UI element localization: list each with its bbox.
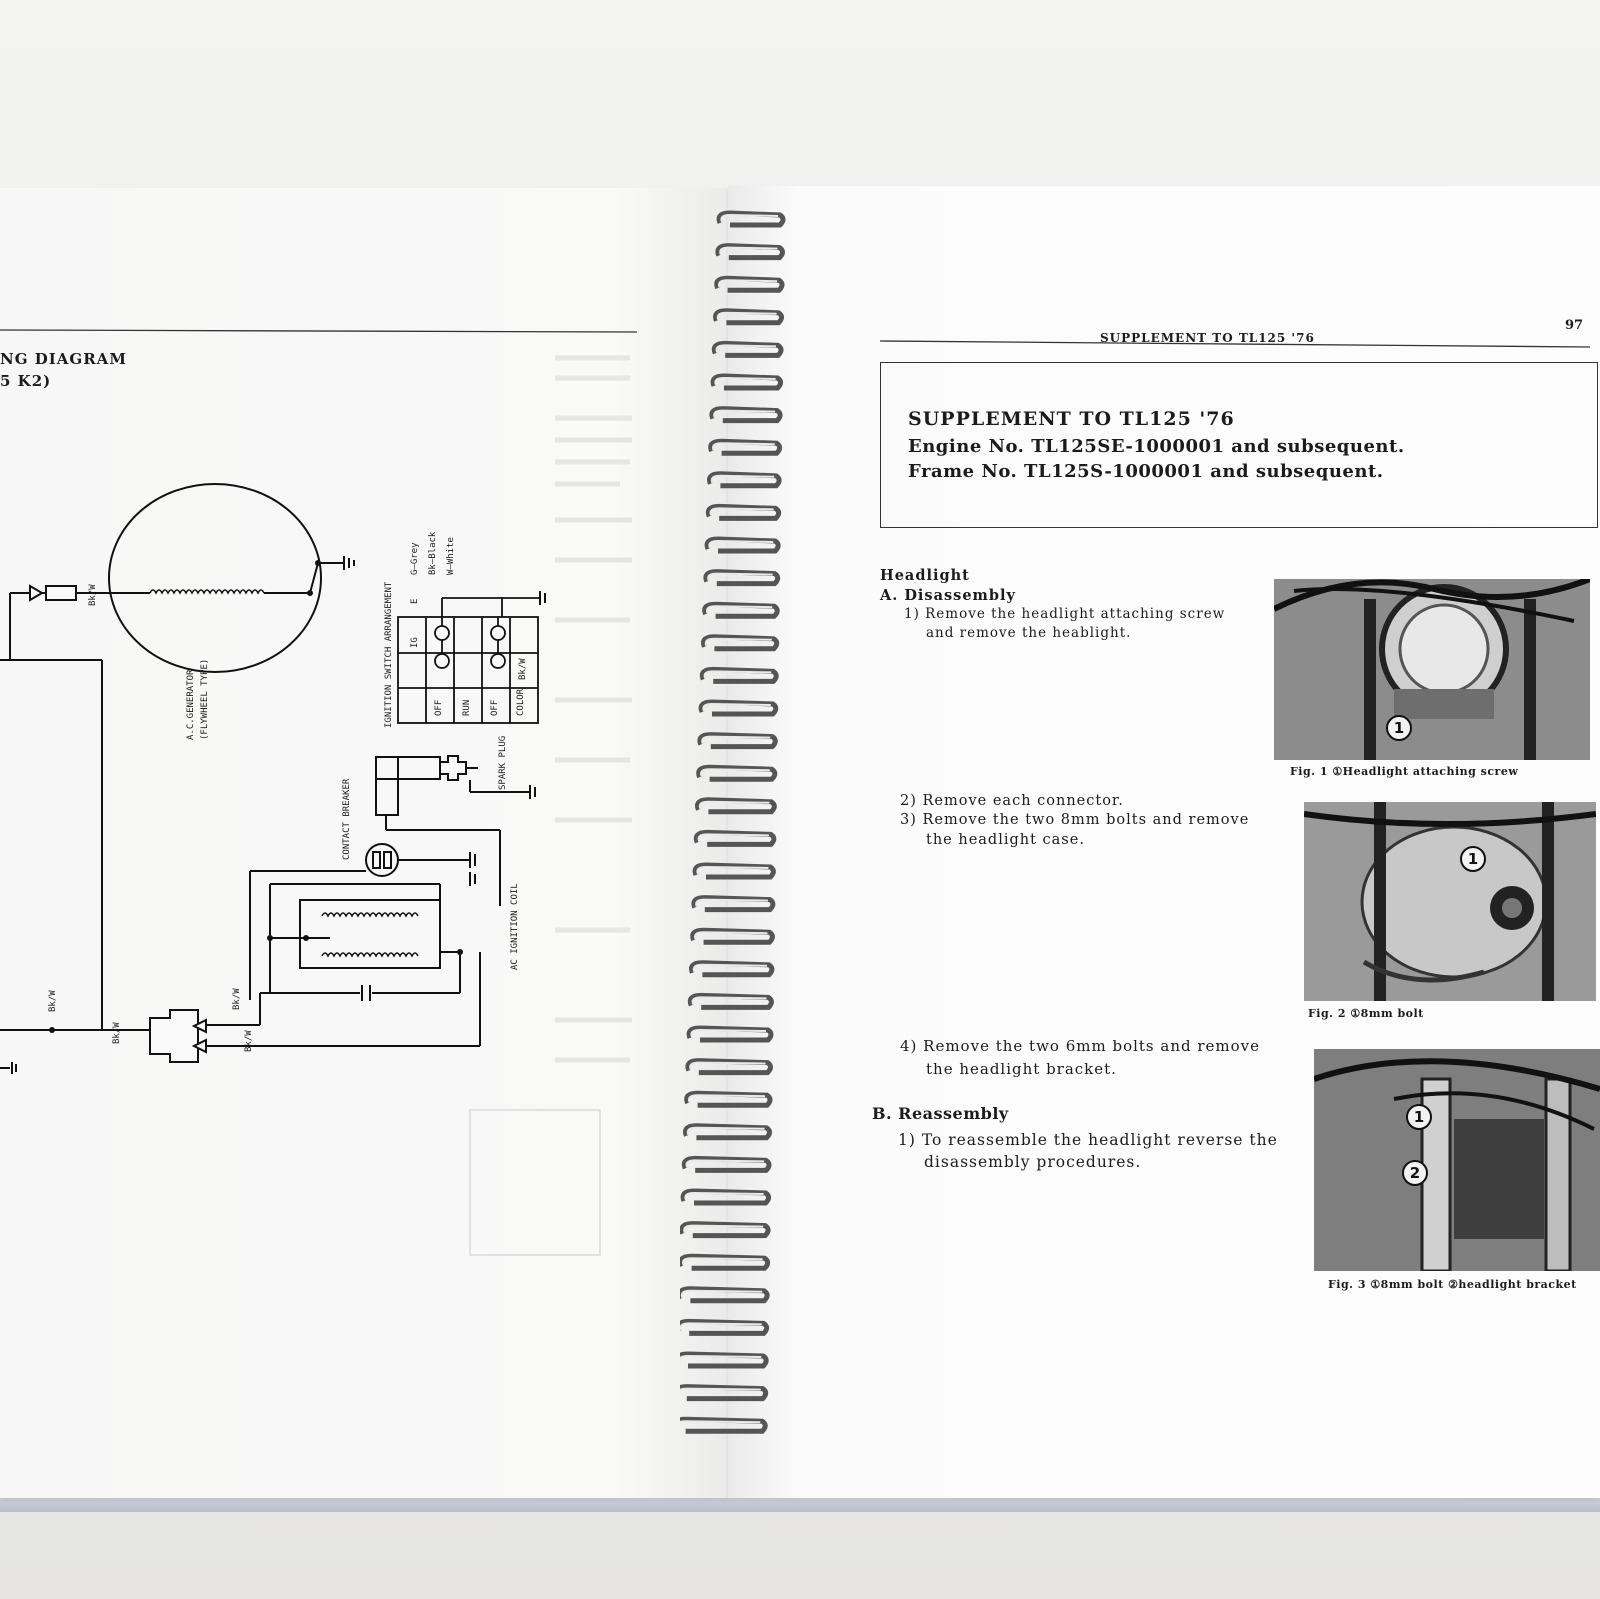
supplement-box [880,362,1598,528]
spiral-coil [683,1123,773,1141]
supplement-engine: Engine No. TL125SE-1000001 and subsequen… [908,436,1405,457]
switch-row-color: COLOR [516,688,526,716]
spiral-coil [716,210,786,228]
spiral-coil [693,829,777,847]
step3-line1: 3) Remove the two 8mm bolts and remove [900,812,1250,828]
switch-col-e: E [410,598,420,604]
spiral-coil [680,1416,768,1434]
figure-3-caption: Fig. 3 ①8mm bolt ②headlight bracket [1328,1278,1577,1291]
spiral-coil [680,1384,769,1402]
wiring-diagram [0,483,546,1074]
spiral-coil [705,503,782,521]
switch-row-off-1: OFF [434,699,444,716]
wire-label-bkw-3: Bk/W [112,1022,122,1044]
spiral-coil [680,1188,772,1206]
spiral-coil [701,634,780,652]
spiral-coil [704,536,781,554]
spiral-coil [715,243,785,261]
step4-line1: 4) Remove the two 6mm bolts and remove [900,1037,1261,1055]
legend-grey: G—Grey [410,542,420,575]
figure-1-callout-1: 1 [1386,715,1412,741]
legend-black: Bk—Black [428,531,438,575]
wiring-diagram-heading: NG DIAGRAM [0,350,127,368]
switch-col-ig: IG [410,637,420,648]
step4-line2: the headlight bracket. [926,1060,1117,1078]
switch-row-run: RUN [462,699,472,716]
spiral-coil [695,797,777,815]
left-header-rule [0,329,638,333]
step3-line2: the headlight case. [926,832,1085,848]
wire-label-bkw-2: Bk/W [48,990,58,1012]
spiral-coil [708,438,783,456]
bleed-through-text [469,355,632,1256]
figure-3-callout-1: 1 [1406,1104,1432,1130]
spiral-coil [687,992,774,1010]
reassembly-step1-line2: disassembly procedures. [924,1153,1142,1171]
spiral-coil [680,1253,771,1271]
wire-label-bkw-4: Bk/W [232,988,242,1010]
disassembly-title: A. Disassembly [880,587,1016,604]
spiral-coil [686,1025,774,1043]
spiral-coil [714,275,785,293]
spiral-coil [698,699,779,717]
switch-color-value: Bk/W [518,658,528,680]
step1-line1: 1) Remove the headlight attaching screw [904,606,1226,622]
spiral-coil [684,1090,773,1108]
spiral-coil [707,471,782,489]
reassembly-title: B. Reassembly [872,1104,1009,1123]
ac-ignition-coil-label: AC IGNITION COIL [510,883,520,970]
legend-white: W—White [446,537,456,575]
spiral-coil [680,1351,769,1369]
figure-2-photo: 1 [1304,802,1596,1001]
figure-1-photo: 1 [1274,579,1590,760]
reassembly-step1-line1: 1) To reassemble the headlight reverse t… [898,1131,1278,1149]
ac-generator-type-label: (FLYWHEEL TYPE) [200,658,210,740]
spiral-coil [709,406,783,424]
section-title: Headlight [880,567,970,584]
spiral-coil [680,1221,771,1239]
ac-generator-label: A.C.GENERATOR [186,669,196,740]
figure-2-caption: Fig. 2 ①8mm bolt [1308,1007,1424,1020]
spiral-coil [692,862,776,880]
switch-row-off-2: OFF [490,699,500,716]
spiral-coil [691,895,776,913]
supplement-title: SUPPLEMENT TO TL125 '76 [908,408,1235,430]
wire-label-bkw-1: Bk/W [88,584,98,606]
wire-label-bkw-5: Bk/W [244,1030,254,1052]
supplement-frame: Frame No. TL125S-1000001 and subsequent. [908,461,1384,482]
step2: 2) Remove each connector. [900,793,1124,809]
spiral-coil [690,927,775,945]
spiral-coil [685,1058,773,1076]
spiral-binding [680,210,786,1434]
spiral-coil [696,764,778,782]
spiral-coil [680,1318,770,1336]
ignition-switch-label: IGNITION SWITCH ARRANGEMENT [384,581,394,728]
figure-2-callout-1: 1 [1460,846,1486,872]
wiring-diagram-model: 5 K2) [0,372,52,390]
right-header-rule [879,340,1591,348]
spark-plug-label: SPARK PLUG [498,735,508,790]
figure-3-photo: 1 2 [1314,1049,1600,1271]
figure-3-callout-2: 2 [1402,1160,1428,1186]
spiral-coil [697,732,778,750]
spiral-coil [713,308,785,326]
page-number: 97 [1565,318,1584,333]
spiral-coil [702,601,780,619]
left-page [0,188,728,1498]
contact-breaker-label: CONTACT BREAKER [342,778,352,860]
ac-generator-circle [108,483,322,673]
spiral-coil [689,960,775,978]
figure-1-caption: Fig. 1 ①Headlight attaching screw [1290,765,1519,778]
spiral-coil [711,340,784,358]
step1-line2: and remove the heablight. [926,625,1132,641]
spiral-coil [703,569,781,587]
spiral-coil [710,373,784,391]
spiral-coil [680,1286,770,1304]
spiral-coil [699,666,779,684]
running-header: SUPPLEMENT TO TL125 '76 [1100,331,1315,345]
spiral-coil [681,1155,772,1173]
